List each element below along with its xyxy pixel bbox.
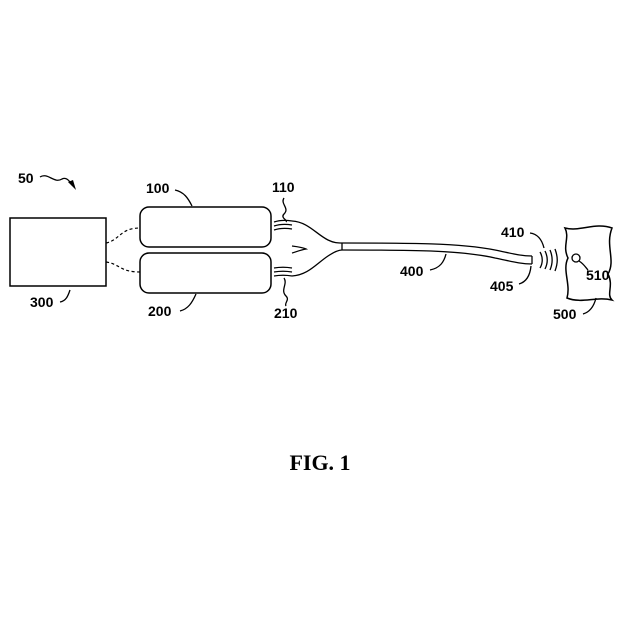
leader-405 [519,266,531,284]
leader-400 [430,254,446,270]
coupler-lower-edge [292,250,342,276]
label-100: 100 [146,180,170,196]
source-100-box [140,207,271,247]
label-200: 200 [148,303,172,319]
controller-box [10,218,106,286]
leader-300 [60,290,70,302]
source-200-box [140,253,271,293]
output-210-lines [274,267,292,276]
label-110: 110 [272,179,295,195]
coupler-upper-edge [292,221,342,243]
system-squiggle-arrow [40,176,72,185]
leader-210 [284,278,288,306]
leader-410 [530,233,544,248]
coupler-inner-edge [292,246,306,253]
label-510: 510 [586,267,610,283]
label-210: 210 [274,305,298,321]
output-110-lines [274,220,292,230]
label-405: 405 [490,278,514,294]
tissue-500 [565,226,612,300]
label-400: 400 [400,263,424,279]
dashed-link-to-100 [106,228,140,243]
leader-200 [180,294,196,311]
label-500: 500 [553,306,577,322]
emission-410-arcs [540,249,557,271]
label-300: 300 [30,294,54,310]
label-410: 410 [501,224,525,240]
leader-100 [175,190,192,206]
label-50: 50 [18,170,34,186]
dashed-link-to-200 [106,262,140,272]
figure-caption: FIG. 1 [289,450,350,475]
leader-110 [283,198,286,222]
